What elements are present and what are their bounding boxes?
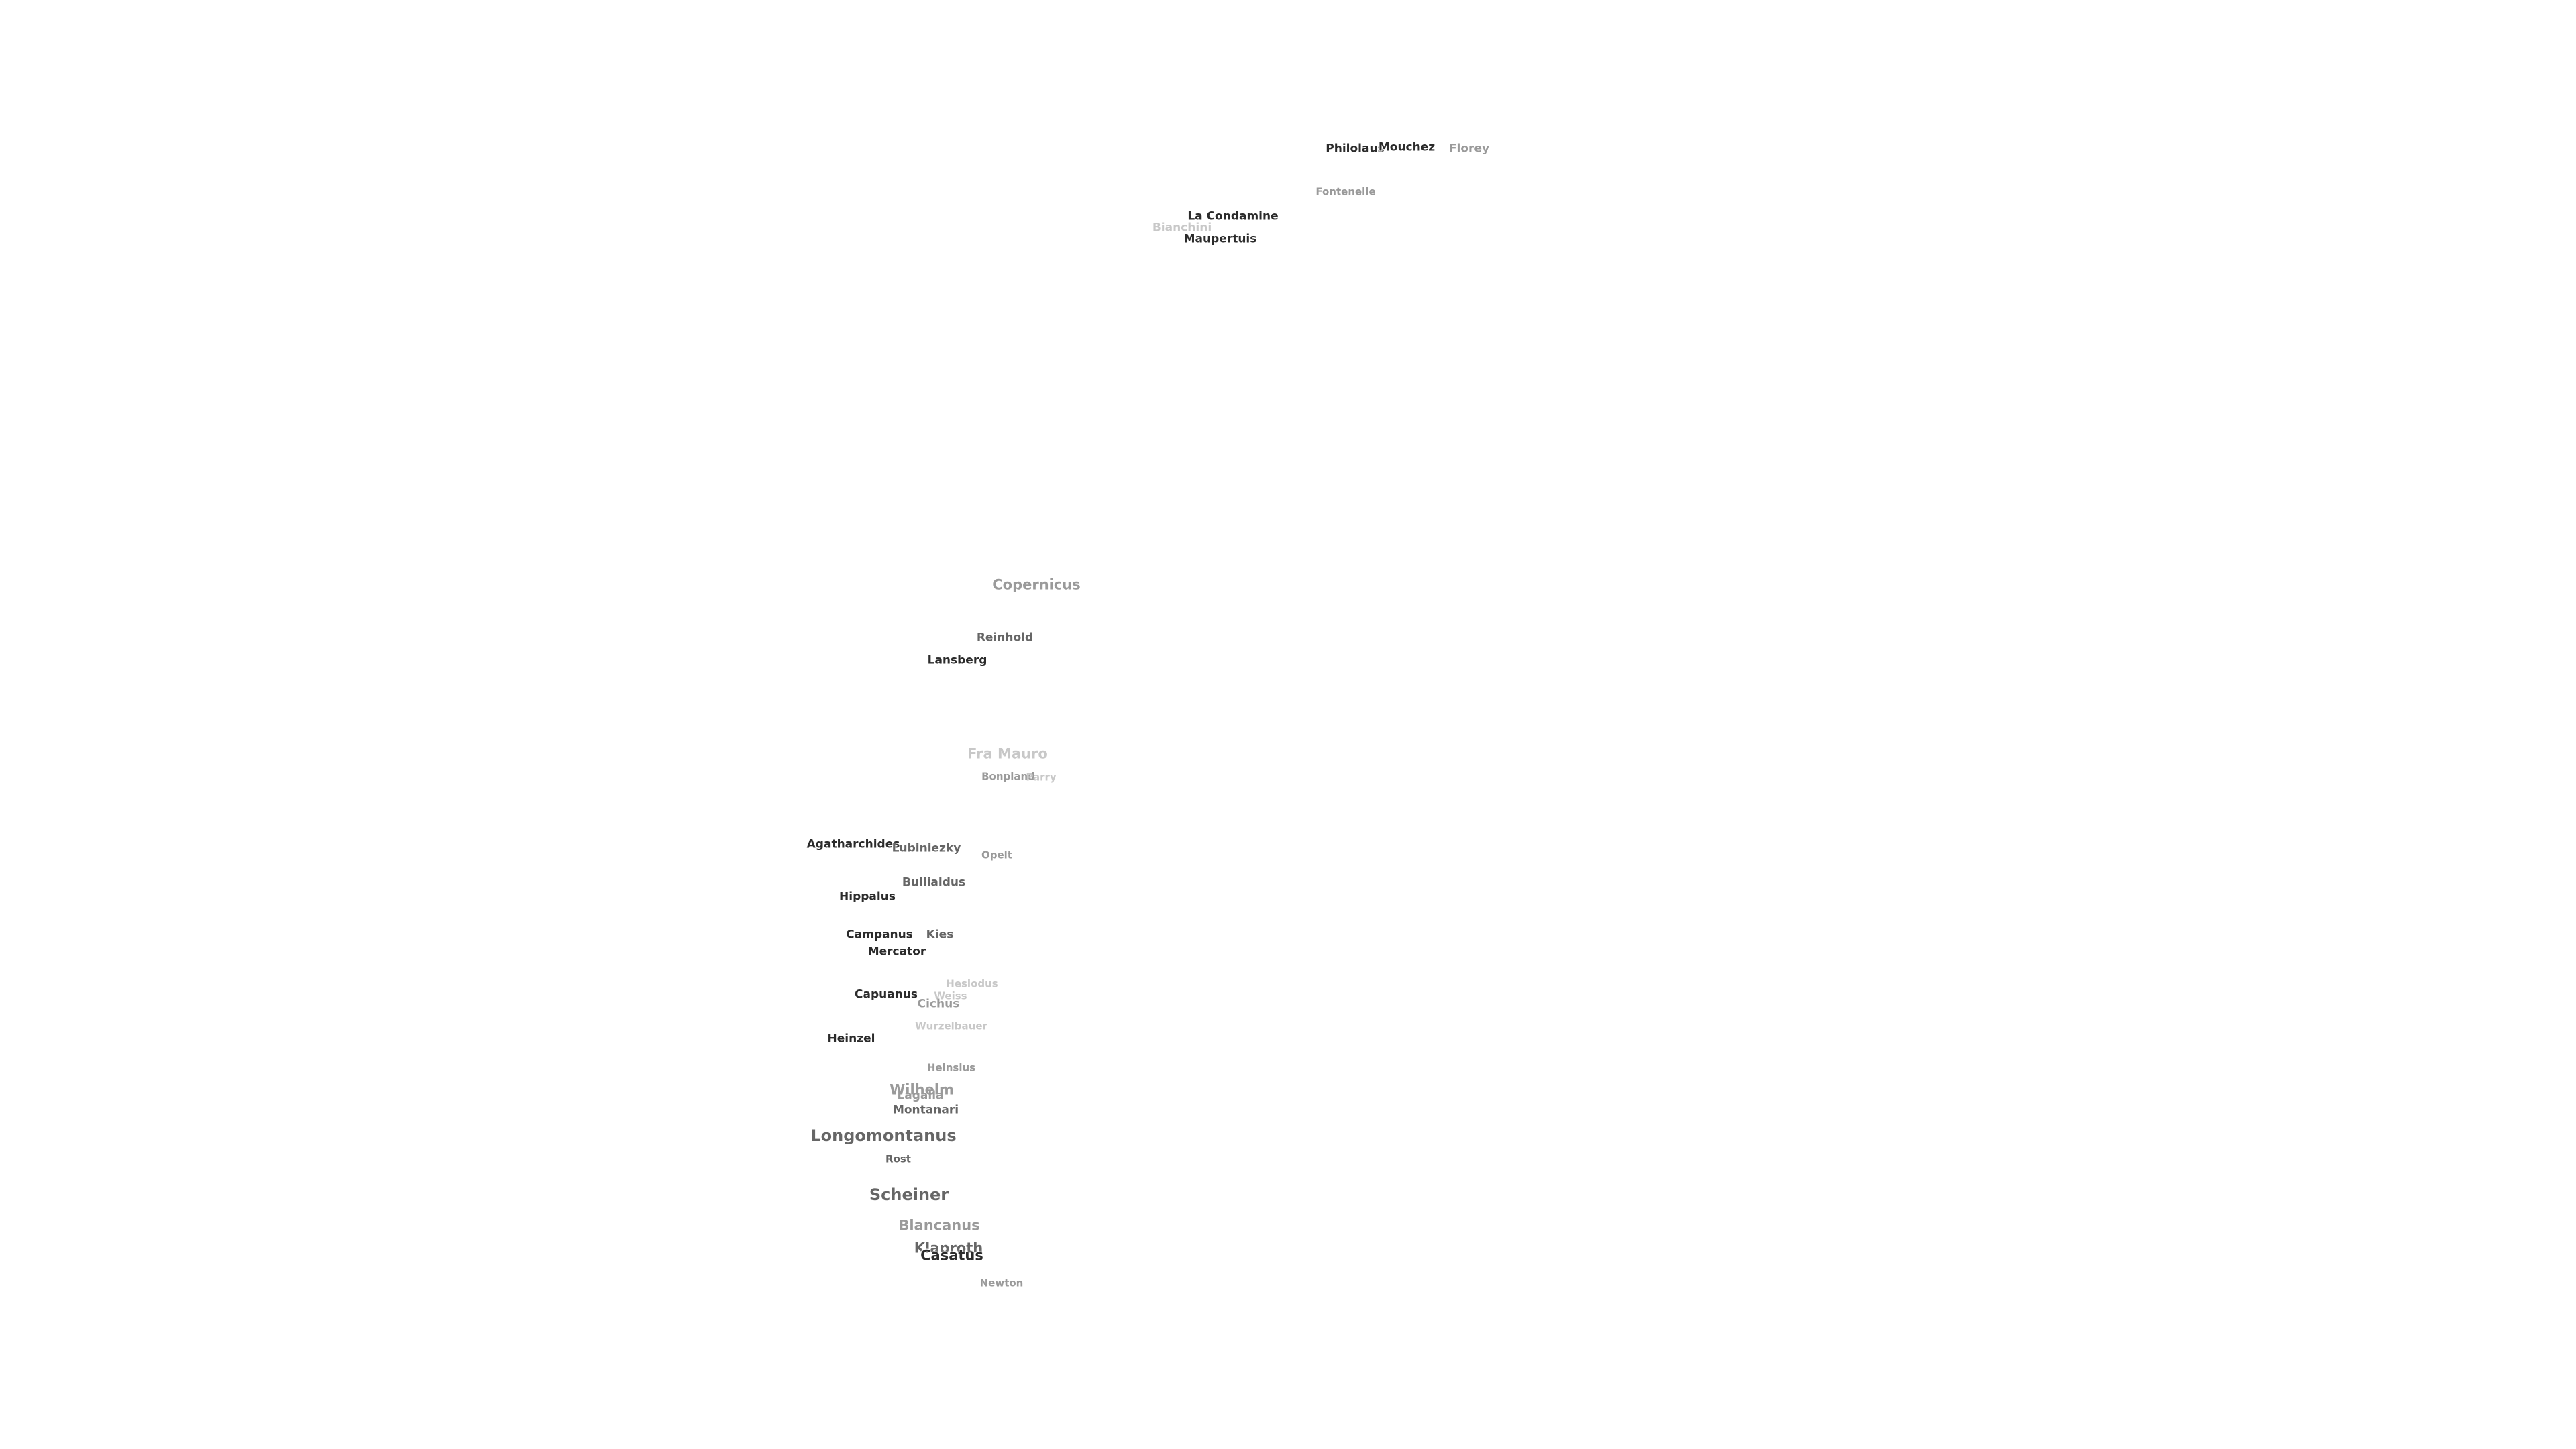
crater-label-fra-mauro: Fra Mauro <box>967 745 1048 762</box>
crater-label-hesiodus: Hesiodus <box>946 977 998 990</box>
crater-label-montanari: Montanari <box>892 1103 959 1117</box>
crater-label-hippalus: Hippalus <box>839 890 896 904</box>
crater-label-wilhelm: Wilhelm <box>890 1081 954 1098</box>
crater-label-bianchini: Bianchini <box>1152 221 1212 235</box>
crater-label-newton: Newton <box>979 1277 1024 1289</box>
crater-label-longomontanus: Longomontanus <box>810 1126 957 1145</box>
crater-label-bullialdus: Bullialdus <box>902 875 966 890</box>
crater-label-casatus: Casatus <box>920 1247 983 1264</box>
crater-label-florey: Florey <box>1448 142 1490 156</box>
crater-label-weiss: Weiss <box>934 989 967 1002</box>
crater-label-agatharchides: Agatharchides <box>806 837 900 851</box>
crater-label-lubiniezky: Lubiniezky <box>892 841 961 855</box>
crater-label-reinhold: Reinhold <box>976 631 1034 645</box>
crater-label-lansberg: Lansberg <box>927 653 987 667</box>
crater-label-klaproth: Klaproth <box>914 1240 983 1256</box>
crater-label-mouchez: Mouchez <box>1378 140 1436 154</box>
crater-label-copernicus: Copernicus <box>992 576 1081 593</box>
crater-label-scheiner: Scheiner <box>869 1185 949 1204</box>
crater-label-rost: Rost <box>885 1152 911 1165</box>
crater-label-parry: Parry <box>1026 771 1057 784</box>
crater-label-opelt: Opelt <box>981 849 1012 861</box>
crater-label-blancanus: Blancanus <box>898 1217 980 1234</box>
crater-label-capuanus: Capuanus <box>854 987 918 1002</box>
crater-label-mercator: Mercator <box>867 945 926 959</box>
crater-label-maupertuis: Maupertuis <box>1183 232 1257 246</box>
crater-label-bonpland: Bonpland <box>981 770 1035 783</box>
crater-label-campanus: Campanus <box>846 928 913 942</box>
crater-label-heinzel: Heinzel <box>827 1032 875 1046</box>
crater-label-fontenelle: Fontenelle <box>1316 185 1376 198</box>
crater-label-lagalla: Lagalla <box>897 1089 944 1103</box>
crater-label-cichus: Cichus <box>917 997 960 1011</box>
crater-label-kies: Kies <box>926 928 954 942</box>
crater-label-la-condamine: La Condamine <box>1187 209 1279 223</box>
crater-label-philolaus: Philolaus <box>1326 142 1385 156</box>
crater-label-heinsius: Heinsius <box>926 1061 976 1074</box>
crater-label-wurzelbauer: Wurzelbauer <box>915 1020 987 1032</box>
